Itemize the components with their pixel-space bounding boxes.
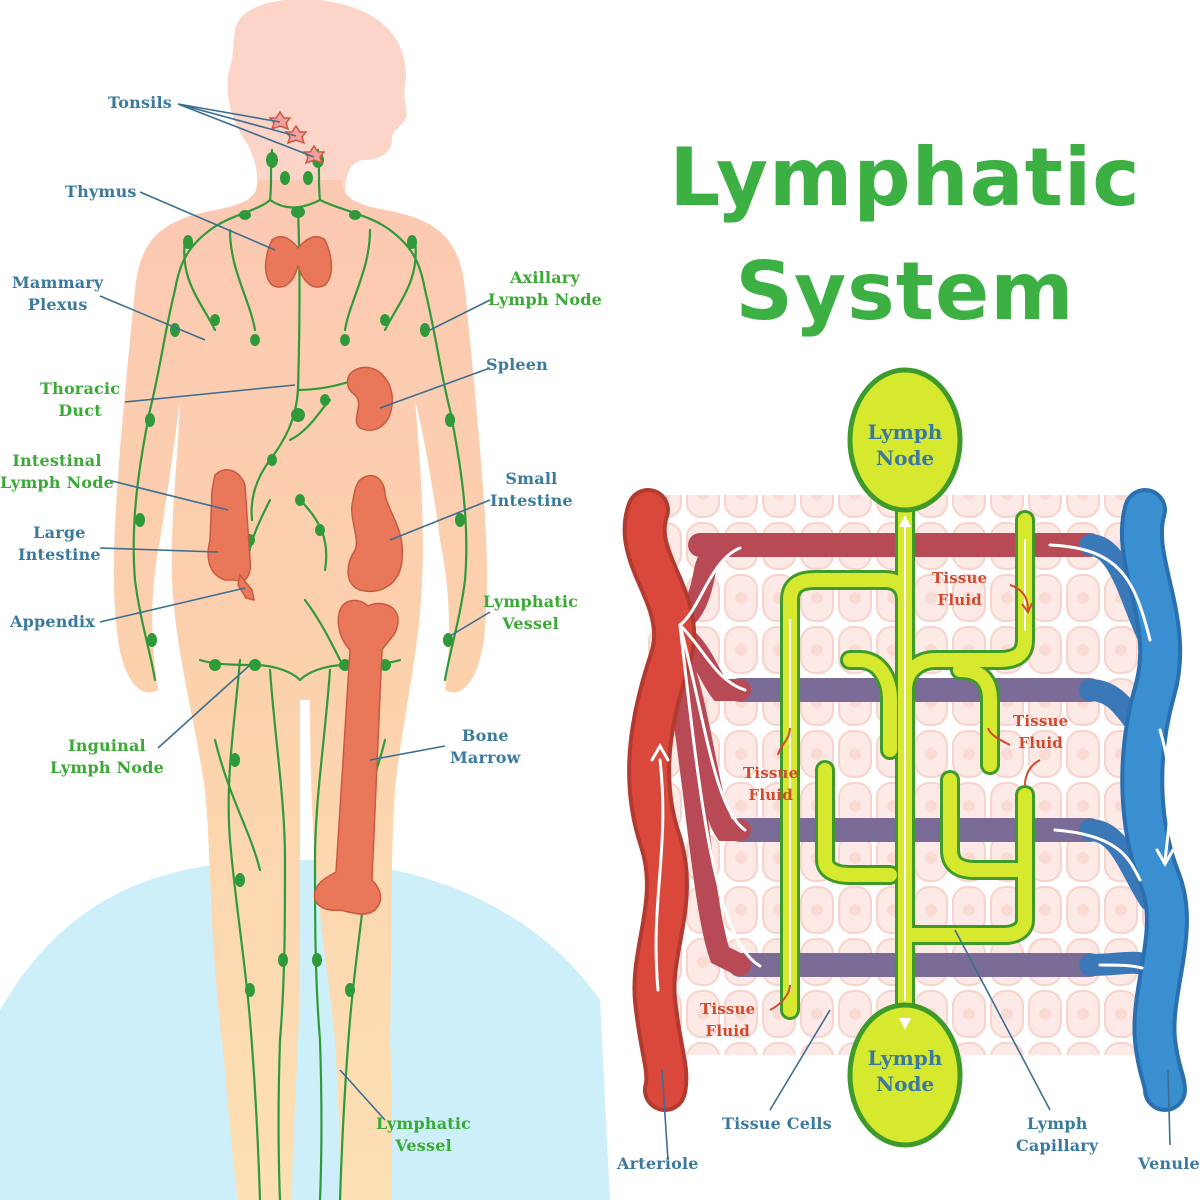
label-tissue-fluid-2: Tissue Fluid bbox=[1013, 712, 1069, 752]
spleen-organ bbox=[346, 366, 393, 431]
label-appendix: Appendix bbox=[10, 612, 96, 631]
label-tissue-fluid-1: Tissue Fluid bbox=[932, 569, 988, 609]
label-small-intestine: Small Intestine bbox=[490, 469, 573, 510]
label-arteriole: Arteriole bbox=[617, 1154, 699, 1173]
head-silhouette bbox=[227, 0, 407, 195]
body-leader-lines bbox=[99, 103, 491, 1121]
label-inguinal-lymph-node: Inguinal Lymph Node bbox=[50, 736, 164, 777]
capillary-bed bbox=[622, 367, 1189, 1161]
label-lymphatic-vessel-arm: Lymphatic Vessel bbox=[483, 592, 579, 633]
label-intestinal-lymph-node: Intestinal Lymph Node bbox=[0, 451, 114, 492]
lymph-node-bottom-shape bbox=[847, 1002, 963, 1148]
label-venule: Venule bbox=[1138, 1154, 1200, 1173]
label-thoracic-duct: Thoracic Duct bbox=[40, 379, 121, 420]
appendix-organ bbox=[237, 573, 255, 602]
title-line-2: System bbox=[735, 245, 1075, 338]
femur-bone bbox=[313, 599, 399, 915]
label-tissue-cells: Tissue Cells bbox=[722, 1114, 832, 1133]
lymph-node-top-shape bbox=[847, 367, 963, 513]
tonsil-3 bbox=[302, 144, 326, 165]
label-tonsils: Tonsils bbox=[108, 93, 172, 112]
label-lymphatic-vessel-leg: Lymphatic Vessel bbox=[376, 1114, 472, 1155]
label-tissue-fluid-3: Tissue Fluid bbox=[743, 764, 799, 804]
label-lymph-capillary: Lymph Capillary bbox=[1016, 1114, 1099, 1155]
label-mammary-plexus: Mammary Plexus bbox=[12, 273, 104, 314]
label-large-intestine: Large Intestine bbox=[18, 523, 101, 564]
large-intestine-organ bbox=[207, 469, 252, 582]
label-spleen: Spleen bbox=[486, 355, 549, 374]
label-bone-marrow: Bone Marrow bbox=[450, 726, 521, 767]
label-thymus: Thymus bbox=[65, 182, 137, 201]
label-axillary-lymph-node: Axillary Lymph Node bbox=[488, 268, 602, 309]
label-lymph-node-top: Lymph Node bbox=[867, 420, 943, 470]
title-line-1: Lymphatic bbox=[669, 131, 1141, 224]
thymus-organ bbox=[264, 236, 333, 288]
organs bbox=[207, 110, 404, 915]
ground-dome bbox=[0, 860, 610, 1200]
body-silhouette bbox=[113, 180, 487, 1200]
tonsil-2 bbox=[284, 124, 308, 145]
label-tissue-fluid-4: Tissue Fluid bbox=[700, 1000, 756, 1040]
body-figure bbox=[0, 0, 610, 1200]
lymph-nodes-body bbox=[135, 152, 465, 997]
small-intestine-organ bbox=[347, 474, 404, 592]
label-lymph-node-bottom: Lymph Node bbox=[867, 1046, 943, 1096]
